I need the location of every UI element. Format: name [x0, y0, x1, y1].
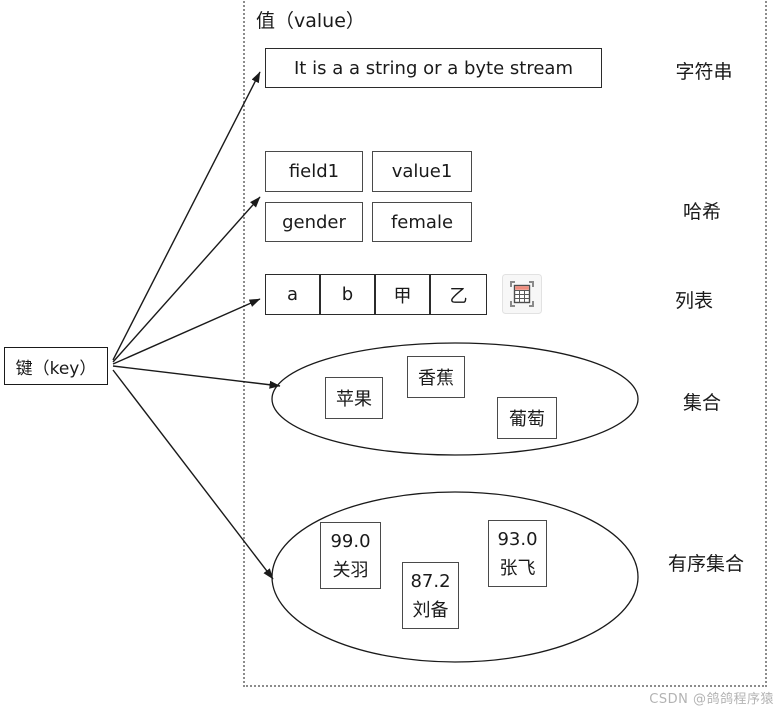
set-member: 香蕉 — [418, 368, 454, 389]
arrow-key-to-zset — [112, 369, 274, 580]
zset-score: 93.0 — [497, 528, 538, 550]
arrow-key-to-hash — [112, 196, 261, 363]
set-member: 苹果 — [336, 389, 372, 410]
list-cell: 甲 — [376, 275, 431, 314]
label-string-type: 字符串 — [675, 61, 733, 83]
zset-score: 99.0 — [330, 530, 371, 552]
value-region-border — [243, 0, 767, 687]
value-title: 值（value） — [256, 10, 365, 32]
label-set-type: 集合 — [682, 392, 722, 414]
key-box: 键（key） — [4, 347, 108, 385]
hash-value-box: value1 — [372, 151, 472, 192]
hash-field-box: field1 — [265, 151, 363, 192]
zset-member-box: 87.2 刘备 — [402, 562, 459, 629]
zset-name: 刘备 — [412, 599, 449, 621]
watermark: CSDN @鸽鸽程序猿 — [649, 692, 774, 707]
hash-value1: value1 — [391, 161, 453, 182]
hash-field1: field1 — [288, 161, 340, 182]
hash-field-box: gender — [265, 202, 363, 242]
set-member-box: 葡萄 — [497, 397, 557, 439]
set-member: 葡萄 — [509, 409, 545, 430]
zset-name: 张飞 — [499, 557, 536, 579]
set-member-box: 香蕉 — [407, 356, 465, 398]
set-ellipse — [271, 342, 639, 456]
hash-field2: gender — [282, 211, 346, 233]
set-member-box: 苹果 — [325, 377, 383, 419]
list-cell: b — [321, 275, 376, 314]
label-hash-type: 哈希 — [682, 201, 722, 223]
string-value-box: It is a a string or a byte stream — [265, 48, 602, 88]
list-cell: a — [266, 275, 321, 314]
hash-value2: female — [390, 211, 454, 233]
zset-ellipse — [271, 491, 639, 663]
zset-name: 关羽 — [332, 559, 369, 581]
string-value: It is a a string or a byte stream — [294, 57, 573, 79]
list-cell: 乙 — [449, 285, 468, 307]
table-select-icon[interactable] — [502, 274, 542, 314]
zset-member-box: 99.0 关羽 — [320, 522, 381, 589]
key-label: 键（key） — [15, 358, 97, 379]
arrow-key-to-set — [112, 365, 281, 389]
zset-member-box: 93.0 张飞 — [488, 520, 547, 587]
hash-value-box: female — [372, 202, 472, 242]
arrow-key-to-string — [112, 71, 261, 361]
zset-score: 87.2 — [410, 570, 451, 592]
arrow-key-to-list — [112, 298, 261, 365]
label-zset-type: 有序集合 — [667, 553, 745, 575]
label-list-type: 列表 — [674, 290, 714, 312]
list-table: a b 甲 乙 — [265, 274, 487, 315]
